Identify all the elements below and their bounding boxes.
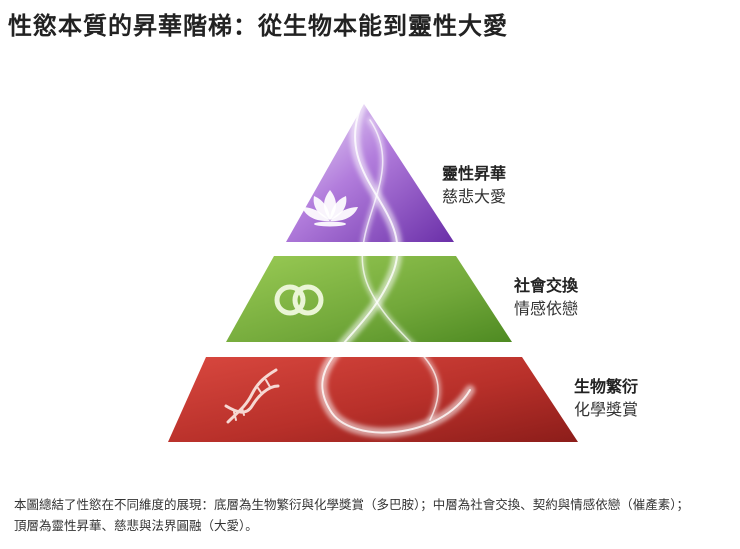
level-sub-label: 情感依戀 [514, 299, 579, 318]
level-label-top: 靈性昇華 慈悲大愛 [442, 162, 506, 208]
page-title: 性慾本質的昇華階梯：從生物本能到靈性大愛 [8, 12, 508, 40]
light-ribbon [317, 99, 475, 438]
figure-caption: 本圖總結了性慾在不同維度的展現：底層為生物繁衍與化學獎賞（多巴胺）；中層為社會交… [14, 494, 732, 536]
level-label-bottom: 生物繁衍 化學獎賞 [574, 375, 638, 421]
level-sub-label: 慈悲大愛 [442, 187, 507, 206]
level-main-label: 靈性昇華 [442, 164, 507, 183]
caption-line-1: 本圖總結了性慾在不同維度的展現：底層為生物繁衍與化學獎賞（多巴胺）；中層為社會交… [14, 497, 690, 512]
pyramid-diagram: 靈性昇華 慈悲大愛 社會交換 情感依戀 生物繁衍 化學獎賞 [0, 60, 740, 480]
caption-line-2: 頂層為靈性昇華、慈悲與法界圓融（大愛）。 [14, 518, 258, 533]
bottom-tier [168, 357, 578, 442]
middle-tier [226, 256, 512, 342]
lotus-icon [302, 190, 358, 227]
level-label-middle: 社會交換 情感依戀 [514, 274, 578, 320]
level-main-label: 生物繁衍 [574, 377, 639, 396]
level-main-label: 社會交換 [514, 276, 579, 295]
interlocking-rings-icon [274, 284, 324, 316]
level-sub-label: 化學獎賞 [574, 400, 639, 419]
dna-icon [224, 368, 280, 424]
